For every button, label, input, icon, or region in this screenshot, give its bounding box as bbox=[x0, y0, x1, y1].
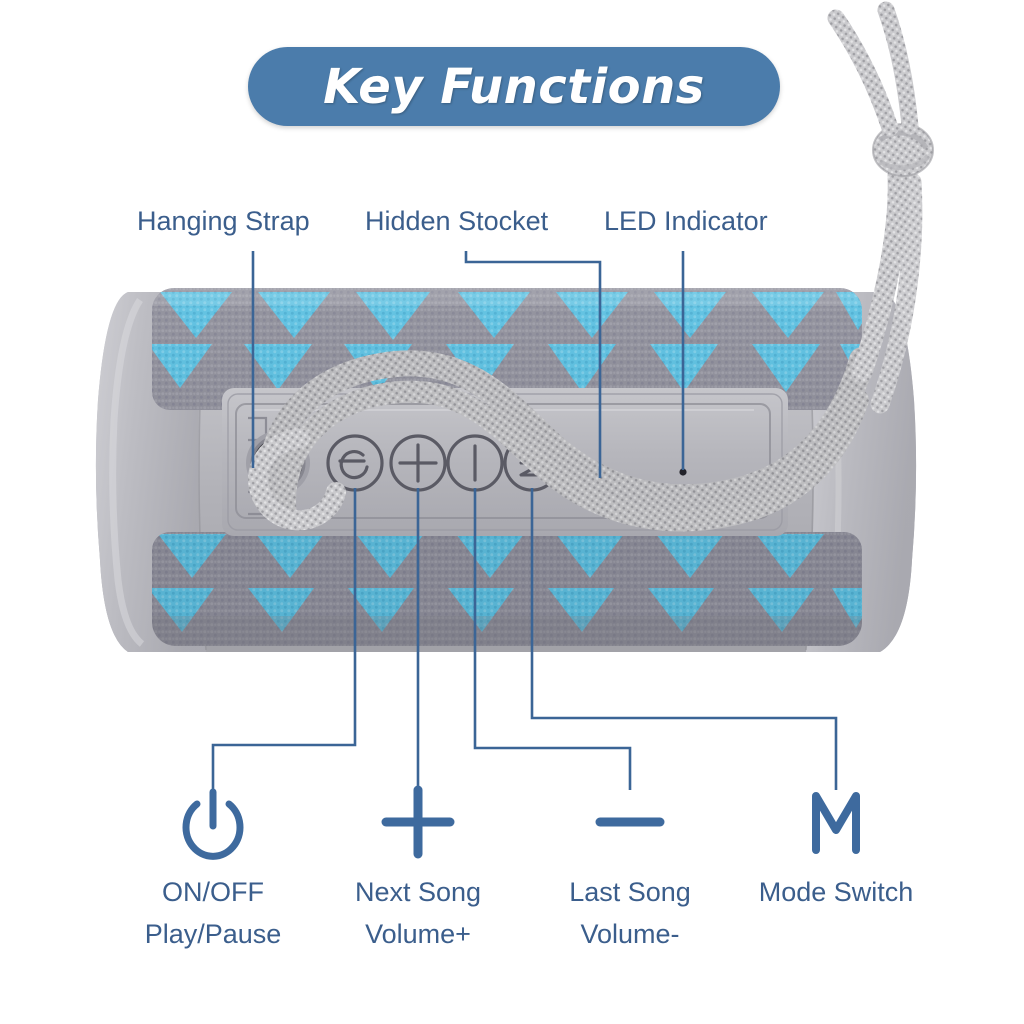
speaker-button-plus[interactable] bbox=[389, 434, 447, 492]
callout-label-led-indicator: LED Indicator bbox=[604, 206, 768, 236]
legend-last-line2: Volume- bbox=[580, 919, 680, 950]
legend-power-line2: Play/Pause bbox=[144, 919, 282, 950]
power-icon-wrap bbox=[113, 784, 313, 868]
legend-last-line1: Last Song bbox=[569, 877, 691, 907]
legend-power-line1: ON/OFF bbox=[162, 877, 264, 907]
callout-label-hidden-stocket: Hidden Stocket bbox=[365, 206, 549, 236]
legend-next-line1: Next Song bbox=[354, 877, 482, 907]
legend-item-power: ON/OFF Play/Pause bbox=[113, 784, 313, 953]
legend-next-line2: Volume+ bbox=[365, 919, 471, 950]
minus-icon-wrap bbox=[530, 784, 730, 868]
legend-item-last: Last Song Volume- bbox=[530, 784, 730, 953]
legend-mode-line1: Mode Switch bbox=[758, 877, 914, 907]
callout-label-hanging-strap: Hanging Strap bbox=[137, 206, 310, 236]
legend-item-next: Next Song Volume+ bbox=[318, 784, 518, 953]
mesh-fabric-bottom bbox=[152, 532, 862, 646]
power-icon bbox=[182, 788, 244, 860]
led-indicator-dot bbox=[679, 468, 687, 476]
page-title: Key Functions bbox=[323, 58, 705, 115]
plus-icon-wrap bbox=[318, 784, 518, 868]
letter-m-icon bbox=[812, 792, 860, 854]
plus-icon bbox=[381, 785, 455, 859]
minus-icon bbox=[595, 817, 665, 827]
page-title-banner: Key Functions bbox=[248, 47, 780, 126]
legend-item-mode: Mode Switch bbox=[736, 784, 936, 916]
letter-m-icon-wrap bbox=[736, 784, 936, 868]
